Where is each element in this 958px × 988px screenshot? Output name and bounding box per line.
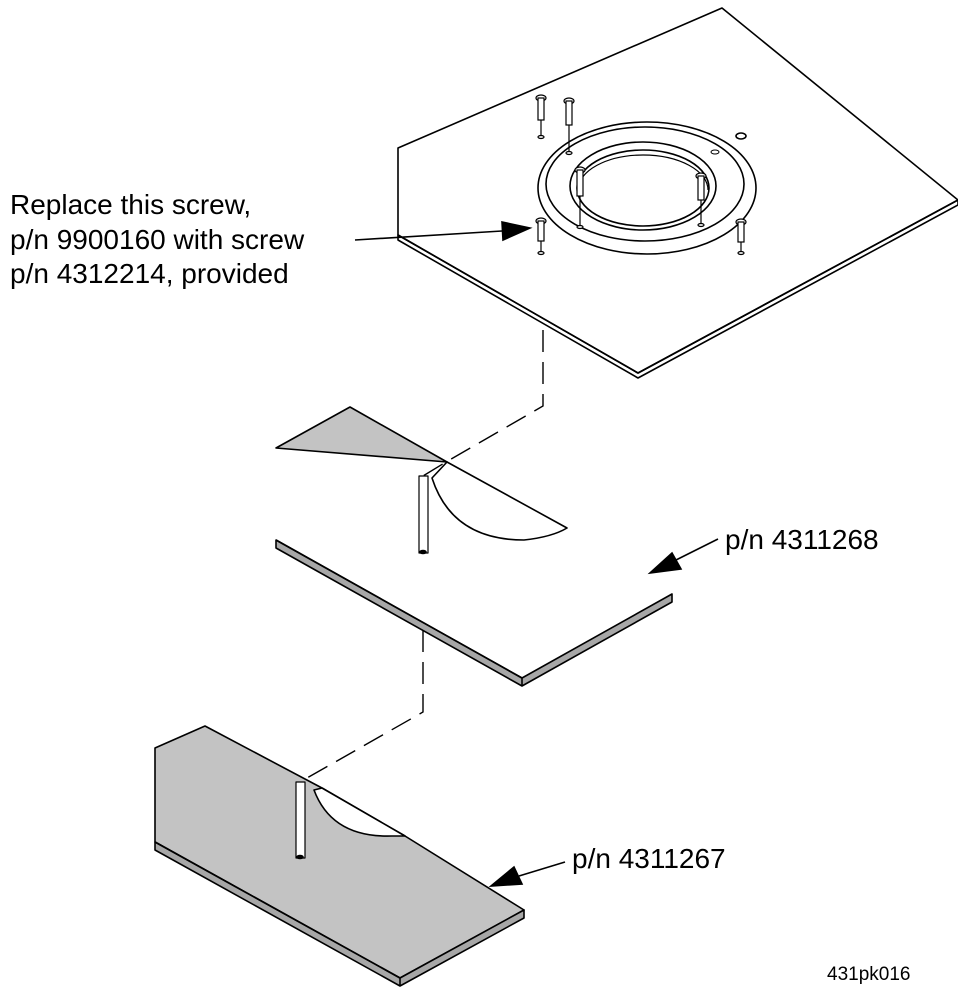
screw-icon (574, 166, 586, 230)
lower-shim-leader (488, 861, 566, 887)
arrow-icon (501, 220, 533, 242)
lower-shim-part-label: p/n 4311267 (572, 843, 726, 874)
upper-shim-part-label: p/n 4311268 (725, 524, 879, 555)
lower-shim-cutout (313, 787, 406, 837)
screw-callout-leader (354, 220, 533, 242)
figure-id: 431pk016 (827, 964, 910, 985)
mounting-ring (537, 121, 757, 255)
arrow-icon (647, 551, 683, 575)
upper-shim-leader (647, 538, 719, 575)
lower-shim-slot (295, 781, 306, 859)
screw-note-line-2: p/n 9900160 with screw (10, 224, 305, 255)
screw-set (535, 94, 747, 256)
screw-note-line-1: Replace this screw, (10, 189, 251, 220)
lower-shim (154, 725, 525, 987)
screw-icon (695, 172, 707, 228)
upper-shim-slot (418, 475, 429, 554)
screw-icon (535, 94, 547, 140)
screw-icon (735, 218, 747, 256)
screw-note-line-3: p/n 4312214, provided (10, 258, 289, 289)
upper-shim-top-face (275, 406, 448, 463)
upper-shim (275, 406, 673, 687)
upper-shim-edge-face (275, 539, 673, 687)
upper-shim-cutout (431, 461, 568, 541)
screw-icon (563, 97, 575, 156)
screw-icon (535, 217, 547, 256)
arrow-icon (488, 865, 524, 887)
